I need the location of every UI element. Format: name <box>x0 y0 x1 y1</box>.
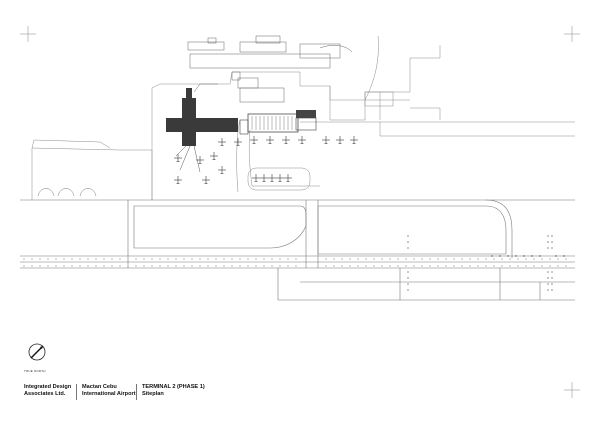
terminal-complex <box>166 83 317 173</box>
drawing-title-line-1: TERMINAL 2 (PHASE 1) <box>142 384 205 390</box>
runway-system <box>20 199 575 301</box>
site-boundaries <box>31 35 575 200</box>
project-name-line-1: Mactan Cebu <box>82 384 117 390</box>
title-block-project: Mactan Cebu International Airport <box>82 384 136 398</box>
runway-lights <box>23 235 567 291</box>
crosshair-mark-bottom-right <box>564 382 580 398</box>
firm-name-line-2: Associates Ltd. <box>24 391 66 397</box>
crosshair-marks <box>20 26 580 398</box>
hangar-arches <box>37 188 97 197</box>
project-name-line-2: International Airport <box>82 391 136 397</box>
terminal-building <box>166 88 238 146</box>
firm-name-line-1: Integrated Design <box>24 384 72 390</box>
title-block-divider-1 <box>76 384 77 400</box>
aircraft-icons <box>173 135 359 185</box>
north-buildings <box>187 35 353 103</box>
north-arrow-label: TRUE NORTH <box>24 369 46 373</box>
title-block-drawing: TERMINAL 2 (PHASE 1) Siteplan <box>142 384 205 398</box>
title-block-divider-2 <box>136 384 137 400</box>
crosshair-mark-top-left <box>20 26 36 42</box>
title-block-firm: Integrated Design Associates Ltd. <box>24 384 71 398</box>
crosshair-mark-top-right <box>564 26 580 42</box>
drawing-title-line-2: Siteplan <box>142 391 164 397</box>
north-arrow-icon <box>28 343 46 361</box>
